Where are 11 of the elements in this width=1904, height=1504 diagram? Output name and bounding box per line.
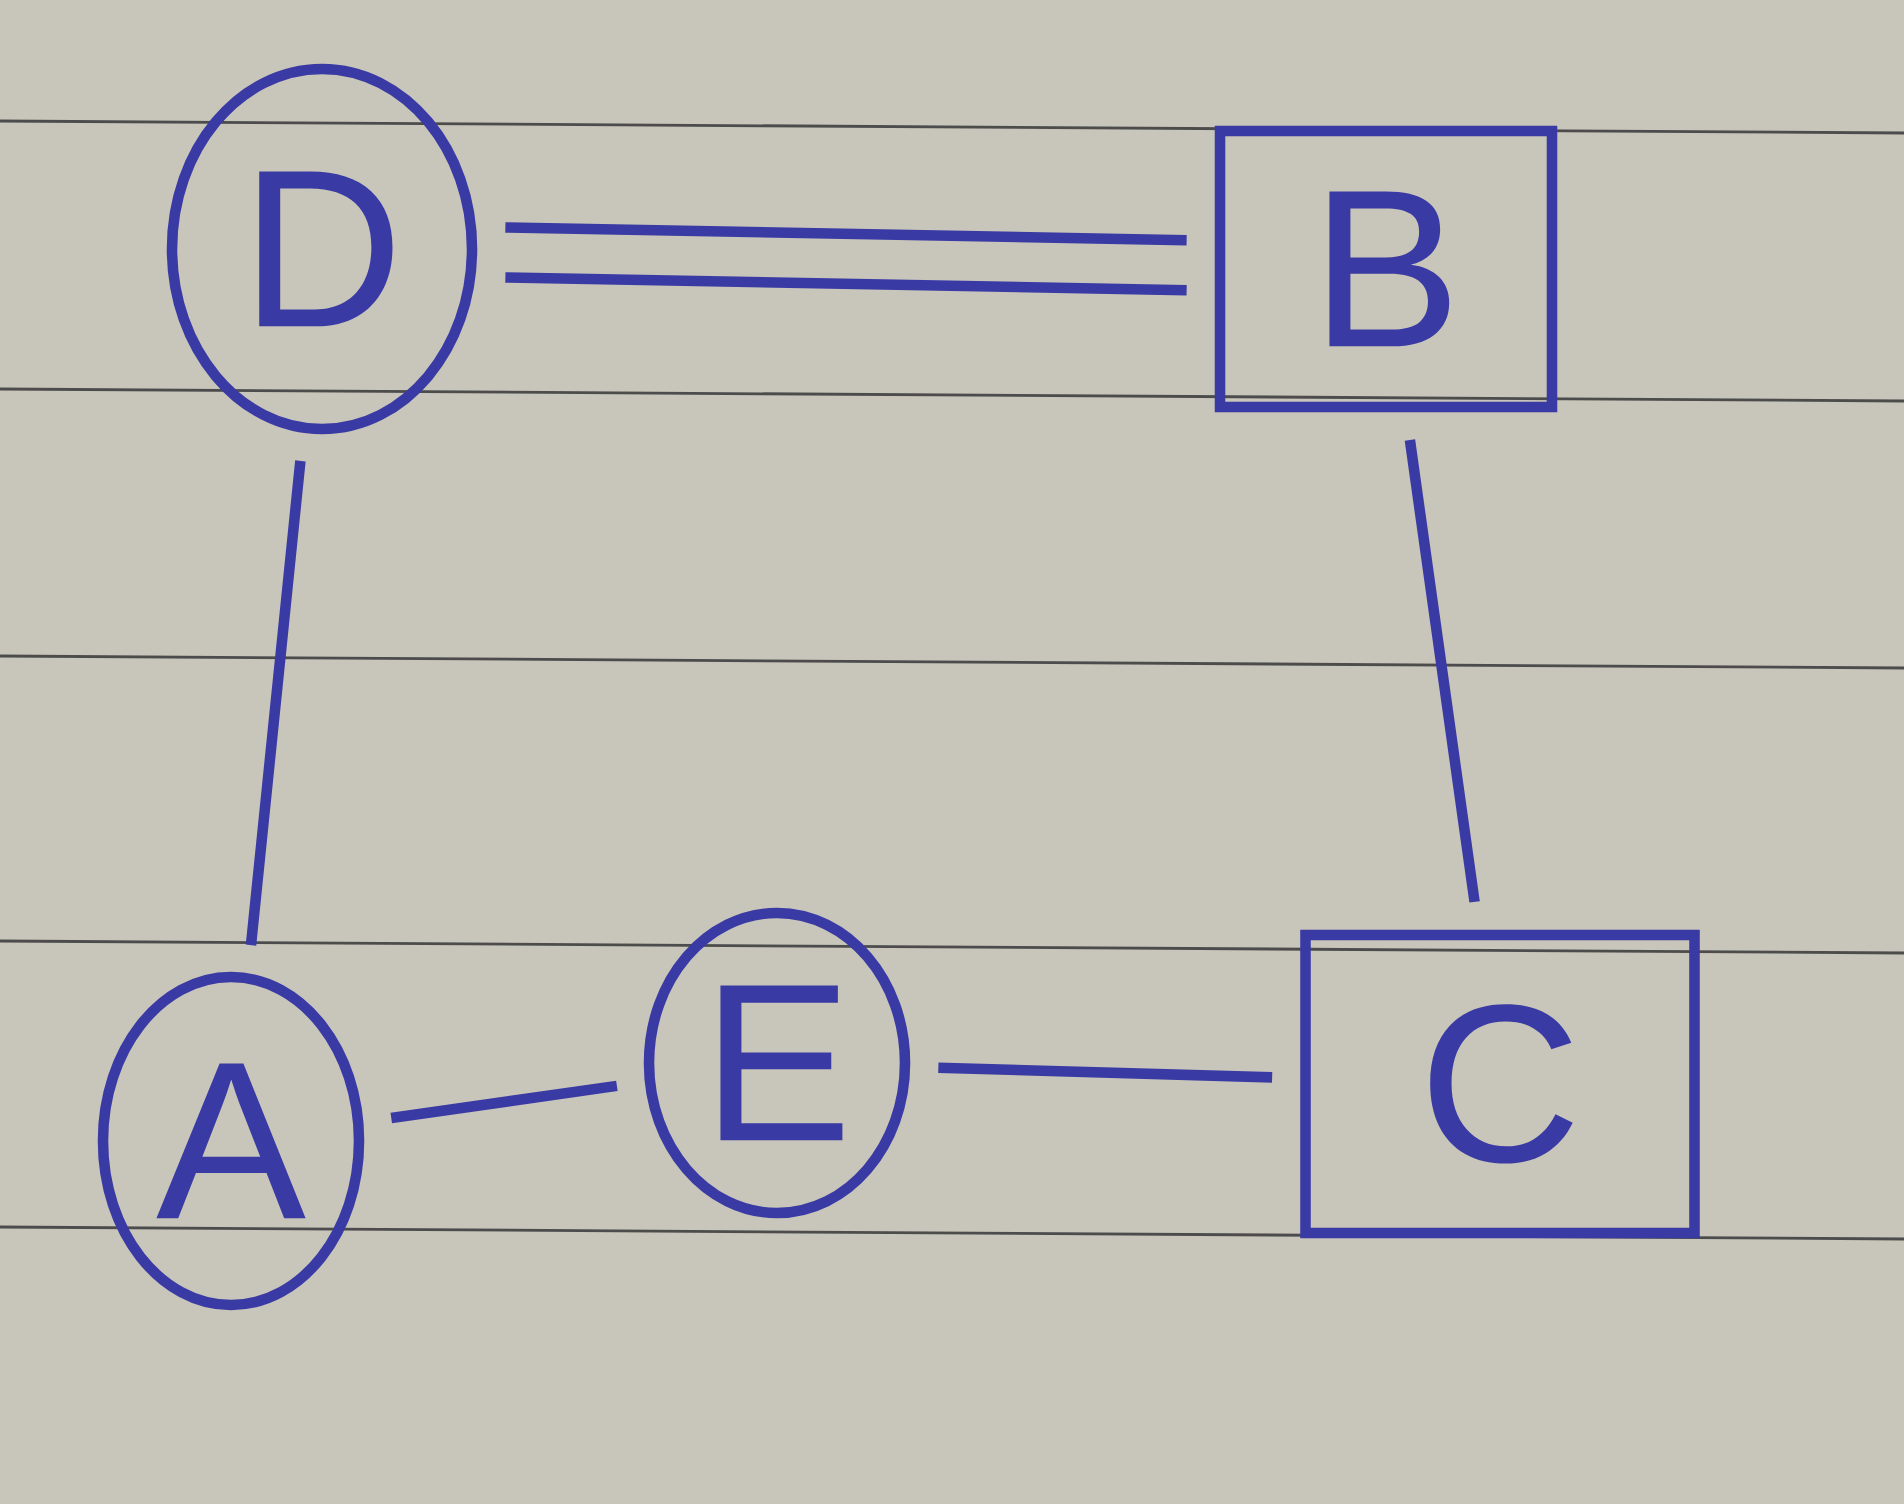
connector-line: [938, 1062, 1273, 1083]
connector-line: [1404, 439, 1480, 903]
box-node: B: [1214, 125, 1558, 413]
circle-node: A: [97, 971, 365, 1311]
connector-line: [245, 460, 306, 946]
connector-line: [390, 1080, 618, 1124]
box-node: C: [1300, 929, 1700, 1239]
connector-line: [505, 222, 1187, 246]
circle-node: D: [166, 63, 478, 435]
connector-line: [505, 272, 1187, 296]
circle-node: E: [643, 907, 911, 1219]
